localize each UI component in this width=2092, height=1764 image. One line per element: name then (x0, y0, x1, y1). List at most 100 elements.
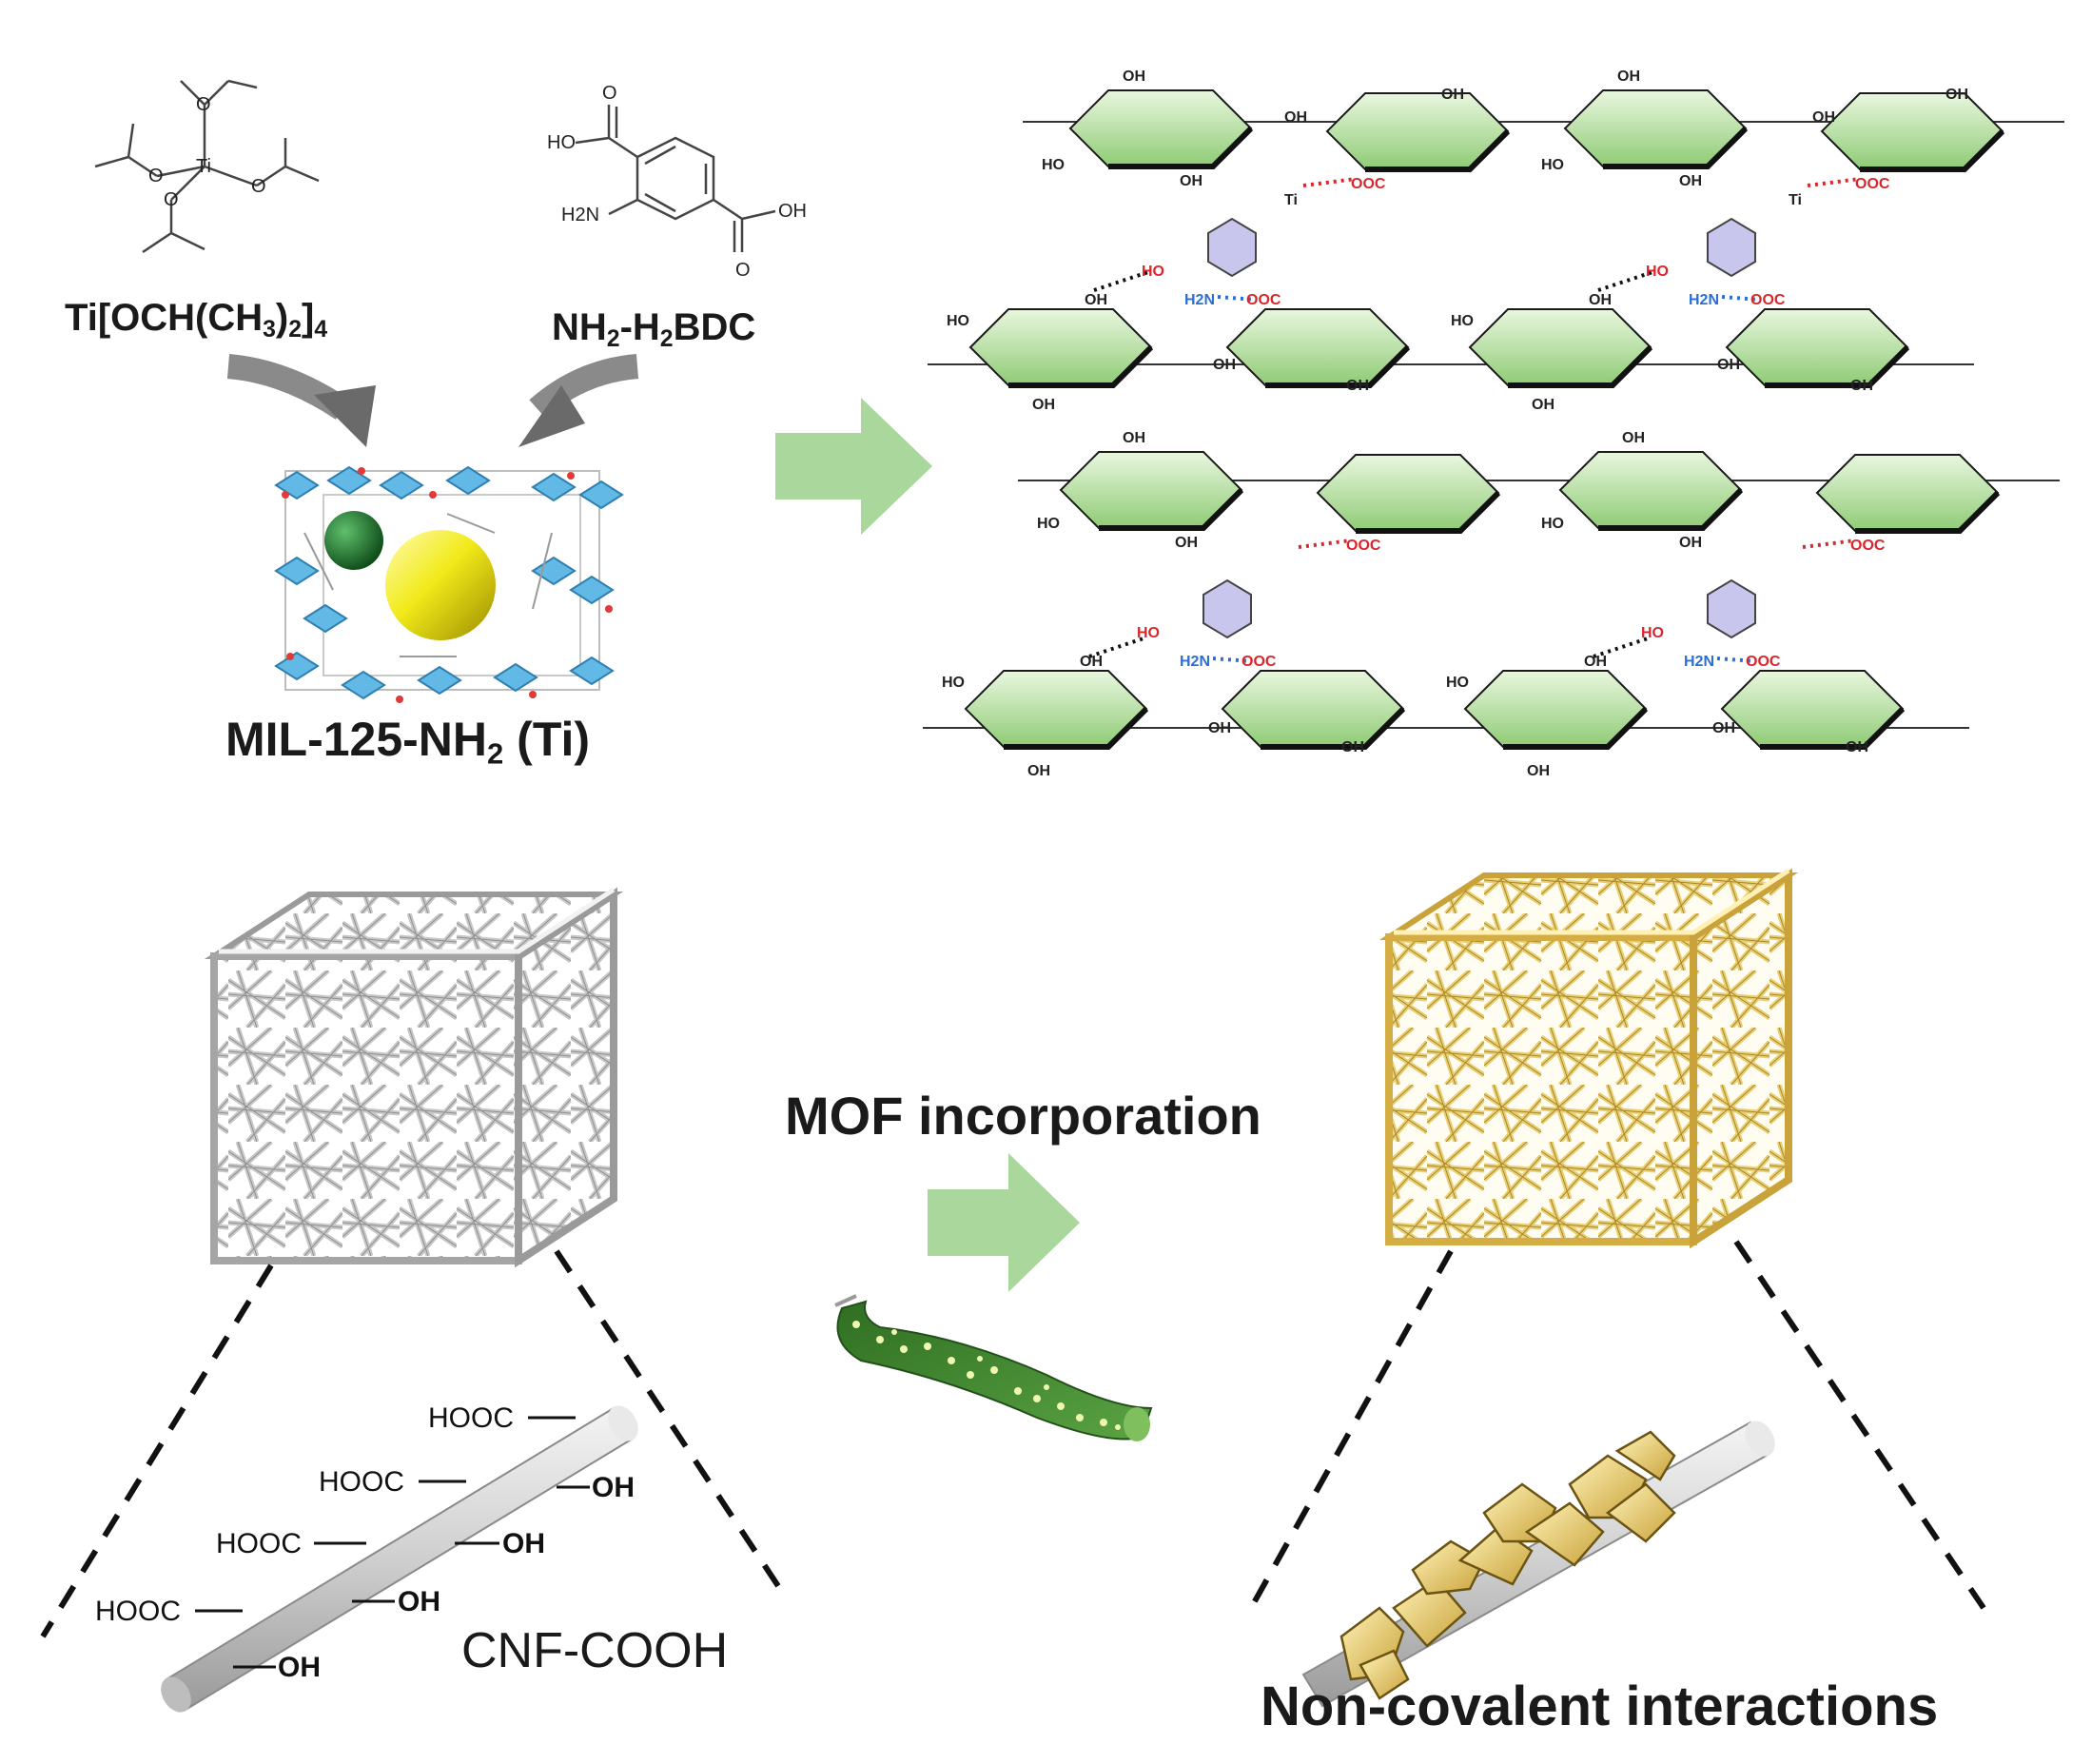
oh-label: OH (1589, 292, 1612, 308)
ho-label: HO (942, 675, 965, 691)
cellulose-chain-row-2 (928, 309, 1974, 385)
oh-label: OH (1085, 292, 1107, 308)
ho-group: HO (547, 132, 576, 153)
cellulose-chain-row-4 (923, 671, 1969, 747)
bdc-atom-labels: O HO H2N O OH (547, 83, 807, 281)
o-atom: O (251, 176, 266, 197)
cnf-group-labels: HOOC HOOC HOOC HOOC OH OH OH OH (95, 1402, 635, 1683)
hydroxyl-label: OH (398, 1586, 440, 1617)
ti-atom-labels: Ti O O O O (148, 94, 266, 210)
oh-label: OH (1527, 763, 1550, 779)
amine-label: H2N (1180, 654, 1210, 670)
ooc-label: OOC (1746, 654, 1781, 670)
ooc-label: OOC (1850, 538, 1886, 554)
ti-label: Ti (1284, 192, 1298, 208)
fiber-rod-icon (161, 1405, 638, 1713)
linker-label: NH2-H2BDC (552, 306, 755, 353)
mof-cube-icon (1378, 868, 1799, 1249)
oh-label: OH (1213, 357, 1236, 373)
process-label: MOF incorporation (785, 1086, 1261, 1146)
oh-label: OH (1584, 654, 1607, 670)
subscript: 2 (659, 325, 674, 352)
oh-label: OH (1717, 357, 1740, 373)
linker-part: -H (619, 306, 660, 348)
carboxyl-label: HOOC (319, 1466, 404, 1498)
curved-arrow-icon (226, 354, 376, 447)
ti-isopropoxide-structure (94, 79, 320, 254)
ti-precursor-part: Ti[OCH(CH (65, 297, 264, 339)
oh-label: OH (1175, 535, 1198, 551)
oh-label: OH (1812, 109, 1835, 126)
curved-arrow-icon (518, 354, 639, 447)
acid-ho-label: HO (1137, 625, 1160, 641)
ti-label: Ti (1789, 192, 1802, 208)
ooc-label: OOC (1246, 292, 1281, 308)
ho-label: HO (1446, 675, 1469, 691)
acid-ho-label: HO (1142, 264, 1164, 280)
o-atom: O (164, 189, 179, 210)
ooc-label: OOC (1750, 292, 1786, 308)
cellulose-mof-structure: OH HO OH OH OH OH HO OH OH OH OOC OOC Ti… (923, 69, 2064, 779)
hydrogen-bond-lines (1088, 177, 1861, 663)
oh-label: OH (1032, 397, 1055, 413)
oh-label: OH (1208, 720, 1231, 736)
amine-label: H2N (1184, 292, 1215, 308)
oh-label: OH (1123, 430, 1145, 446)
oh-label: OH (1617, 69, 1640, 85)
acid-ho-label: HO (1641, 625, 1664, 641)
carboxyl-label: HOOC (216, 1528, 302, 1559)
subscript: 2 (487, 736, 504, 771)
ooc-label: OOC (1855, 176, 1890, 192)
oh-label: OH (1846, 739, 1868, 755)
ooc-label: OOC (1351, 176, 1386, 192)
carboxyl-label: HOOC (428, 1402, 514, 1434)
acid-ho-label: HO (1646, 264, 1669, 280)
block-arrow-icon (775, 398, 932, 535)
oh-label: OH (1346, 378, 1369, 394)
block-arrow-icon (928, 1153, 1080, 1292)
o-atom: O (196, 94, 211, 115)
oh-group: OH (778, 201, 807, 222)
hydroxyl-label: OH (278, 1652, 321, 1683)
ho-label: HO (1541, 157, 1564, 173)
oh-label: OH (1622, 430, 1645, 446)
ti-precursor-label: Ti[OCH(CH3)2]4 (65, 297, 327, 343)
amine-group: H2N (561, 205, 599, 225)
ooc-label: OOC (1346, 538, 1381, 554)
porous-cube-icon (204, 887, 624, 1268)
oh-label: OH (1080, 654, 1103, 670)
mof-decorated-rod-icon (1301, 1421, 1775, 1708)
subscript: 3 (263, 316, 276, 343)
linker-part: BDC (673, 306, 756, 348)
oh-label: OH (1679, 173, 1702, 189)
linker-part: NH (552, 306, 607, 348)
o-atom: O (735, 260, 751, 281)
ho-label: HO (1042, 157, 1065, 173)
linker-benzene-rings (1202, 217, 1756, 639)
hydroxyl-label: OH (502, 1528, 545, 1559)
ho-label: HO (1037, 516, 1060, 532)
oh-label: OH (1284, 109, 1307, 126)
mof-name-part: (Ti) (503, 713, 591, 766)
ho-label: HO (1541, 516, 1564, 532)
chain-atom-labels: OH HO OH OH OH OH HO OH OH OH OOC OOC Ti… (942, 69, 1968, 779)
hydroxyl-label: OH (592, 1472, 635, 1503)
oh-label: OH (1532, 397, 1554, 413)
oh-label: OH (1679, 535, 1702, 551)
mof-crystal-icon (274, 465, 624, 703)
interaction-label: Non-covalent interactions (1261, 1676, 1939, 1737)
oh-label: OH (1712, 720, 1735, 736)
amine-label: H2N (1689, 292, 1719, 308)
o-atom: O (148, 166, 164, 186)
cnf-group-bonds (195, 1416, 590, 1669)
oh-label: OH (1945, 87, 1968, 103)
cellulose-chain-row-1 (1023, 90, 2064, 169)
oh-label: OH (1123, 69, 1145, 85)
ti-atom: Ti (196, 156, 211, 177)
amine-label: H2N (1684, 654, 1714, 670)
zoom-guide-lines (40, 1249, 783, 1638)
mof-name-label: MIL-125-NH2 (Ti) (225, 712, 590, 772)
ti-precursor-part: ) (275, 297, 289, 339)
